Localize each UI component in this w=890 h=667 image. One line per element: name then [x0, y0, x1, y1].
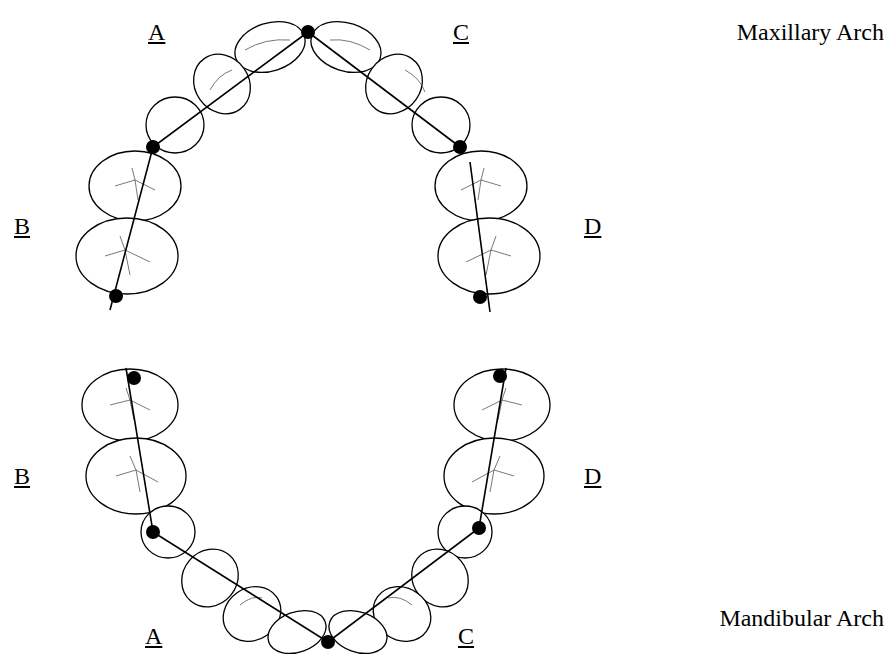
section-letter: D [584, 214, 601, 238]
section-letter: C [453, 20, 469, 44]
section-letter: B [14, 214, 30, 238]
section-letter: D [584, 464, 601, 488]
section-letter: A [148, 20, 165, 44]
arch-name: Mandibular Arch [719, 606, 884, 630]
arch-name: Maxillary Arch [737, 20, 884, 44]
section-letter: B [14, 464, 30, 488]
section-letter: A [145, 624, 162, 648]
section-letter: C [458, 624, 474, 648]
